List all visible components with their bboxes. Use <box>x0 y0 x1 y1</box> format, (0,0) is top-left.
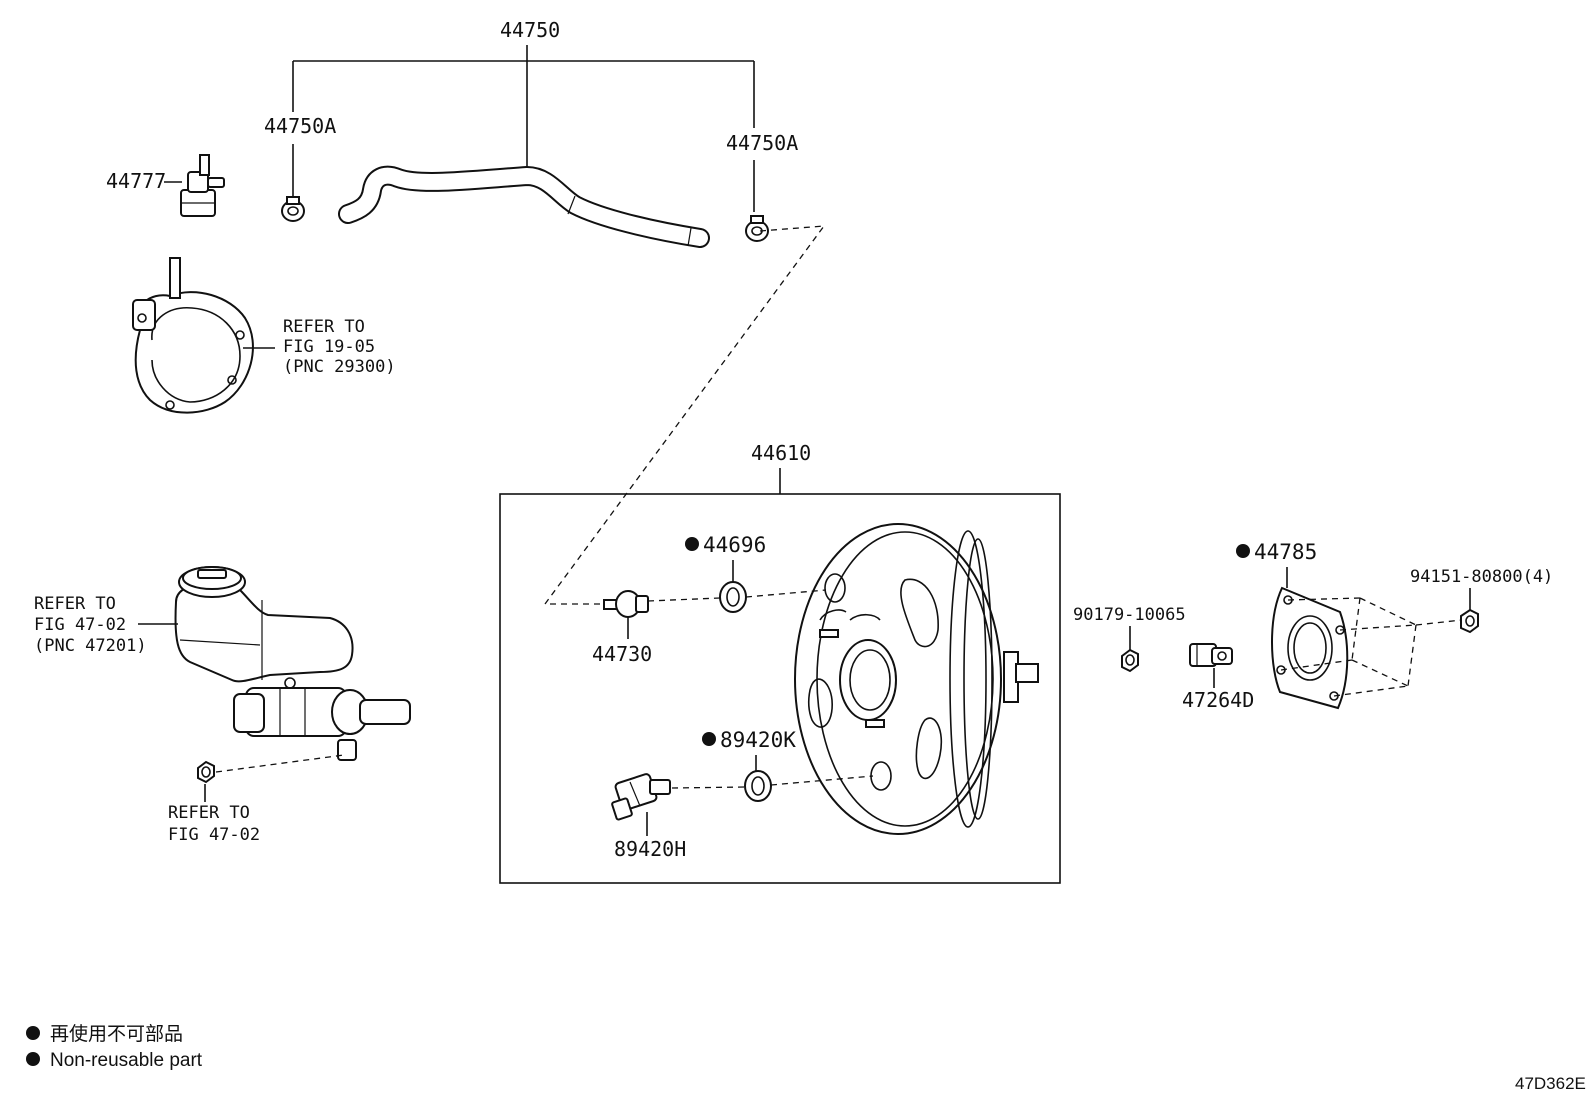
hose-to-union-dashline <box>543 225 826 605</box>
grommet-89420k-icon[interactable] <box>744 770 772 802</box>
ref-vacuum-pump-line3[interactable]: (PNC 29300) <box>283 357 396 377</box>
ref-vacuum-pump-line1[interactable]: REFER TO <box>283 317 365 337</box>
vacuum-sensor-icon[interactable] <box>611 773 671 821</box>
ref-vacuum-pump-line2[interactable]: FIG 19-05 <box>283 337 375 357</box>
check-valve-union-icon[interactable] <box>603 590 649 618</box>
legend-dot-en <box>26 1052 40 1066</box>
label-44730[interactable]: 44730 <box>592 642 652 666</box>
legend-en: Non-reusable part <box>50 1050 203 1071</box>
gasket-44696-icon[interactable] <box>719 581 747 613</box>
ref-master-nut-line2[interactable]: FIG 47-02 <box>168 825 260 845</box>
master-cylinder-nut-icon[interactable] <box>197 760 215 784</box>
label-94151-80800[interactable]: 94151-80800(4) <box>1410 567 1553 587</box>
non-reusable-dot-44785 <box>1236 544 1250 558</box>
label-44610[interactable]: 44610 <box>751 441 811 465</box>
gasket-to-booster-dashline <box>745 589 827 598</box>
label-90179-10065[interactable]: 90179-10065 <box>1073 605 1186 625</box>
legend-jp: 再使用不可部品 <box>50 1023 183 1045</box>
booster-nut-icon[interactable] <box>1121 648 1139 673</box>
label-44750[interactable]: 44750 <box>500 18 560 42</box>
clevis-icon[interactable] <box>1189 643 1233 667</box>
booster-assembly-frame <box>499 493 1061 884</box>
ref-master-cylinder-line1[interactable]: REFER TO <box>34 594 116 614</box>
union-to-gasket-dashline <box>647 597 721 602</box>
vacuum-hose <box>338 165 710 248</box>
clamp-right-icon[interactable] <box>745 215 769 242</box>
label-89420k[interactable]: 89420K <box>720 728 796 752</box>
legend-dot-jp <box>26 1026 40 1040</box>
rear-gasket-icon[interactable] <box>1271 586 1349 710</box>
gasket-projection-dashlines <box>1280 597 1463 697</box>
vacuum-pump-icon[interactable] <box>132 257 254 414</box>
check-valve-icon[interactable] <box>180 154 225 217</box>
rear-nut-icon[interactable] <box>1460 608 1479 634</box>
non-reusable-dot-44696 <box>685 537 699 551</box>
label-44750a-right[interactable]: 44750A <box>726 131 798 155</box>
clamp-left-icon[interactable] <box>281 196 305 222</box>
brake-booster-icon[interactable] <box>794 523 1039 835</box>
label-44750a-left[interactable]: 44750A <box>264 114 336 138</box>
ref-master-cylinder-line2[interactable]: FIG 47-02 <box>34 615 126 635</box>
ref-master-cylinder-line3[interactable]: (PNC 47201) <box>34 636 147 656</box>
non-reusable-dot-89420k <box>702 732 716 746</box>
label-44777[interactable]: 44777 <box>106 169 166 193</box>
sensor-to-grommet-dashline <box>671 786 746 789</box>
nut-to-master-dashline <box>215 754 345 773</box>
label-44696[interactable]: 44696 <box>703 533 766 557</box>
master-cylinder-icon[interactable] <box>174 566 411 761</box>
ref-master-nut-line1[interactable]: REFER TO <box>168 803 250 823</box>
hose-assembly-leader <box>292 45 755 212</box>
label-47264d[interactable]: 47264D <box>1182 688 1254 712</box>
figure-code: 47D362E <box>1515 1074 1586 1093</box>
label-89420h[interactable]: 89420H <box>614 837 686 861</box>
label-44785[interactable]: 44785 <box>1254 540 1317 564</box>
